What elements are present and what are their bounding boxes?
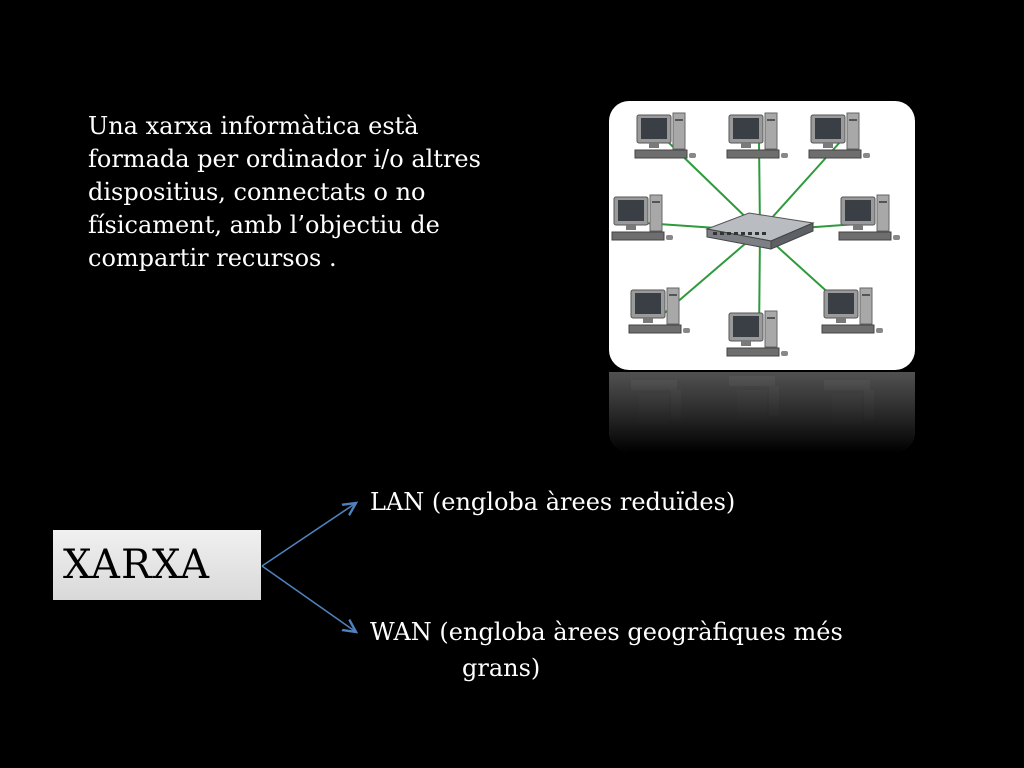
lan-label: LAN (engloba àrees reduïdes) bbox=[370, 488, 736, 516]
wan-label: WAN (engloba àrees geogràfiques més gran… bbox=[370, 614, 930, 686]
computer-icon bbox=[611, 194, 673, 241]
computer-icon bbox=[628, 287, 690, 334]
intro-text: Una xarxa informàtica està formada per o… bbox=[88, 112, 481, 272]
wan-label-line1: WAN (engloba àrees geogràfiques més bbox=[370, 618, 843, 646]
computer-icon bbox=[821, 287, 883, 334]
network-topology-image bbox=[609, 101, 915, 370]
computer-icon bbox=[634, 112, 696, 159]
computer-icon bbox=[726, 112, 788, 159]
arrow-to-lan bbox=[261, 503, 356, 567]
computer-icon bbox=[808, 112, 870, 159]
arrow-to-wan bbox=[261, 565, 356, 632]
wan-label-line2: grans) bbox=[462, 654, 541, 682]
network-switch-icon bbox=[705, 212, 815, 250]
image-reflection bbox=[609, 372, 915, 452]
computer-icon bbox=[838, 194, 900, 241]
star-network-icon bbox=[611, 112, 900, 357]
computer-icon bbox=[726, 310, 788, 357]
xarxa-box: XARXA bbox=[53, 530, 261, 600]
